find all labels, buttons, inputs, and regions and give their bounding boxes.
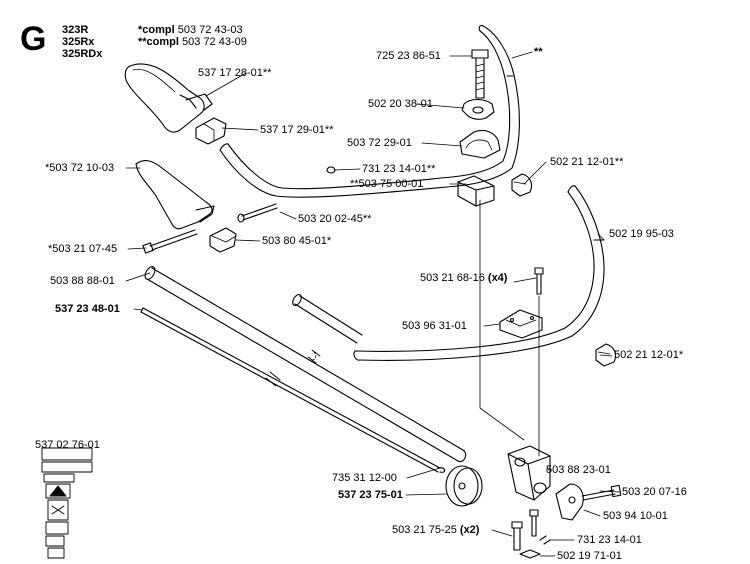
throttle-housing <box>195 117 227 145</box>
part-label: 503 21 68-16 (x4) <box>420 272 507 285</box>
part-label: 537 17 28-01** <box>198 67 272 79</box>
screw <box>471 49 489 99</box>
part-label: 503 20 02-45** <box>298 213 372 225</box>
part-label: 503 96 31-01 <box>402 320 467 332</box>
part-label: 503 80 45-01* <box>262 235 332 247</box>
square-nut <box>519 549 541 559</box>
shaft-tube <box>144 266 467 463</box>
kit-part-number: 503 72 43-03 <box>177 24 243 36</box>
wing-knob <box>461 98 495 120</box>
handle-grip <box>124 63 213 133</box>
right-handlebar <box>353 185 605 361</box>
part-label: 725 23 86-51 <box>376 50 441 62</box>
part-label: 503 88 88-01 <box>50 275 115 287</box>
screw <box>511 521 523 551</box>
part-label: 503 21 75-25 (x2) <box>392 524 479 537</box>
quantity: (x2) <box>459 524 480 536</box>
shaft-clamp <box>507 445 551 501</box>
part-label: 502 21 12-01** <box>550 156 624 168</box>
upper-handlebar <box>219 24 520 198</box>
model-list: 323R 325Rx 325RDx <box>62 24 102 60</box>
part-label: 503 72 29-01 <box>347 137 412 149</box>
part-label: 537 23 48-01 <box>55 303 120 315</box>
bracket <box>555 483 584 521</box>
end-cap <box>595 343 617 367</box>
part-label: 731 23 14-01** <box>362 163 436 175</box>
screw <box>581 484 622 501</box>
screw <box>534 267 544 295</box>
part-label: 537 02 76-01 <box>35 439 100 451</box>
part-number: 503 21 75-25 <box>392 524 457 536</box>
part-label: 735 31 12-00 <box>332 472 397 484</box>
part-label: 537 17 29-01** <box>260 124 334 136</box>
quantity: (x4) <box>487 272 508 284</box>
part-label: 503 20 07-16 <box>622 486 687 498</box>
screw <box>529 509 539 537</box>
part-label: 503 88 23-01 <box>546 464 611 476</box>
label-sheet <box>41 447 93 559</box>
part-label: 503 94 10-01 <box>603 510 668 522</box>
part-label: 502 19 71-01 <box>557 550 622 562</box>
model-name: 325RDx <box>62 48 103 60</box>
handlebar-bracket <box>457 175 495 207</box>
part-label: *503 72 10-03 <box>45 162 115 174</box>
screw <box>237 203 278 223</box>
outer-tube <box>292 293 363 344</box>
part-label: *503 21 07-45 <box>48 243 118 255</box>
leader-lines <box>125 51 621 557</box>
complete-kit-row: **compl 503 72 43-09 <box>138 36 247 48</box>
kit-part-number: 503 72 43-09 <box>182 36 247 48</box>
washer <box>539 535 551 545</box>
part-label: ** <box>534 46 543 58</box>
screw <box>142 229 198 254</box>
end-cap <box>511 173 533 197</box>
shaft-end-cap <box>445 465 483 507</box>
part-number: 503 21 68-16 <box>420 272 485 284</box>
nut <box>209 227 237 253</box>
complete-kit-list: *compl 503 72 43-03 **compl 503 72 43-09 <box>138 24 247 48</box>
handlebar-clamp <box>459 129 501 159</box>
model-name: 325Rx <box>62 36 95 48</box>
part-label: 502 20 38-01 <box>368 98 433 110</box>
part-label: 502 19 95-03 <box>609 228 674 240</box>
complete-kit-row: *compl 503 72 43-03 <box>138 24 247 36</box>
clamp-plate <box>499 309 543 339</box>
model-name: 323R <box>62 24 89 36</box>
kit-key: **compl <box>138 36 179 48</box>
drive-shaft <box>140 307 446 473</box>
handle-guard <box>135 159 215 230</box>
part-label: 731 23 14-01 <box>577 534 642 546</box>
kit-key: *compl <box>138 24 175 36</box>
section-letter: G <box>20 20 47 58</box>
part-label: 502 21 12-01* <box>614 349 684 361</box>
part-label: 537 23 75-01 <box>338 489 403 501</box>
part-label: **503 75 00-01 <box>350 178 424 190</box>
